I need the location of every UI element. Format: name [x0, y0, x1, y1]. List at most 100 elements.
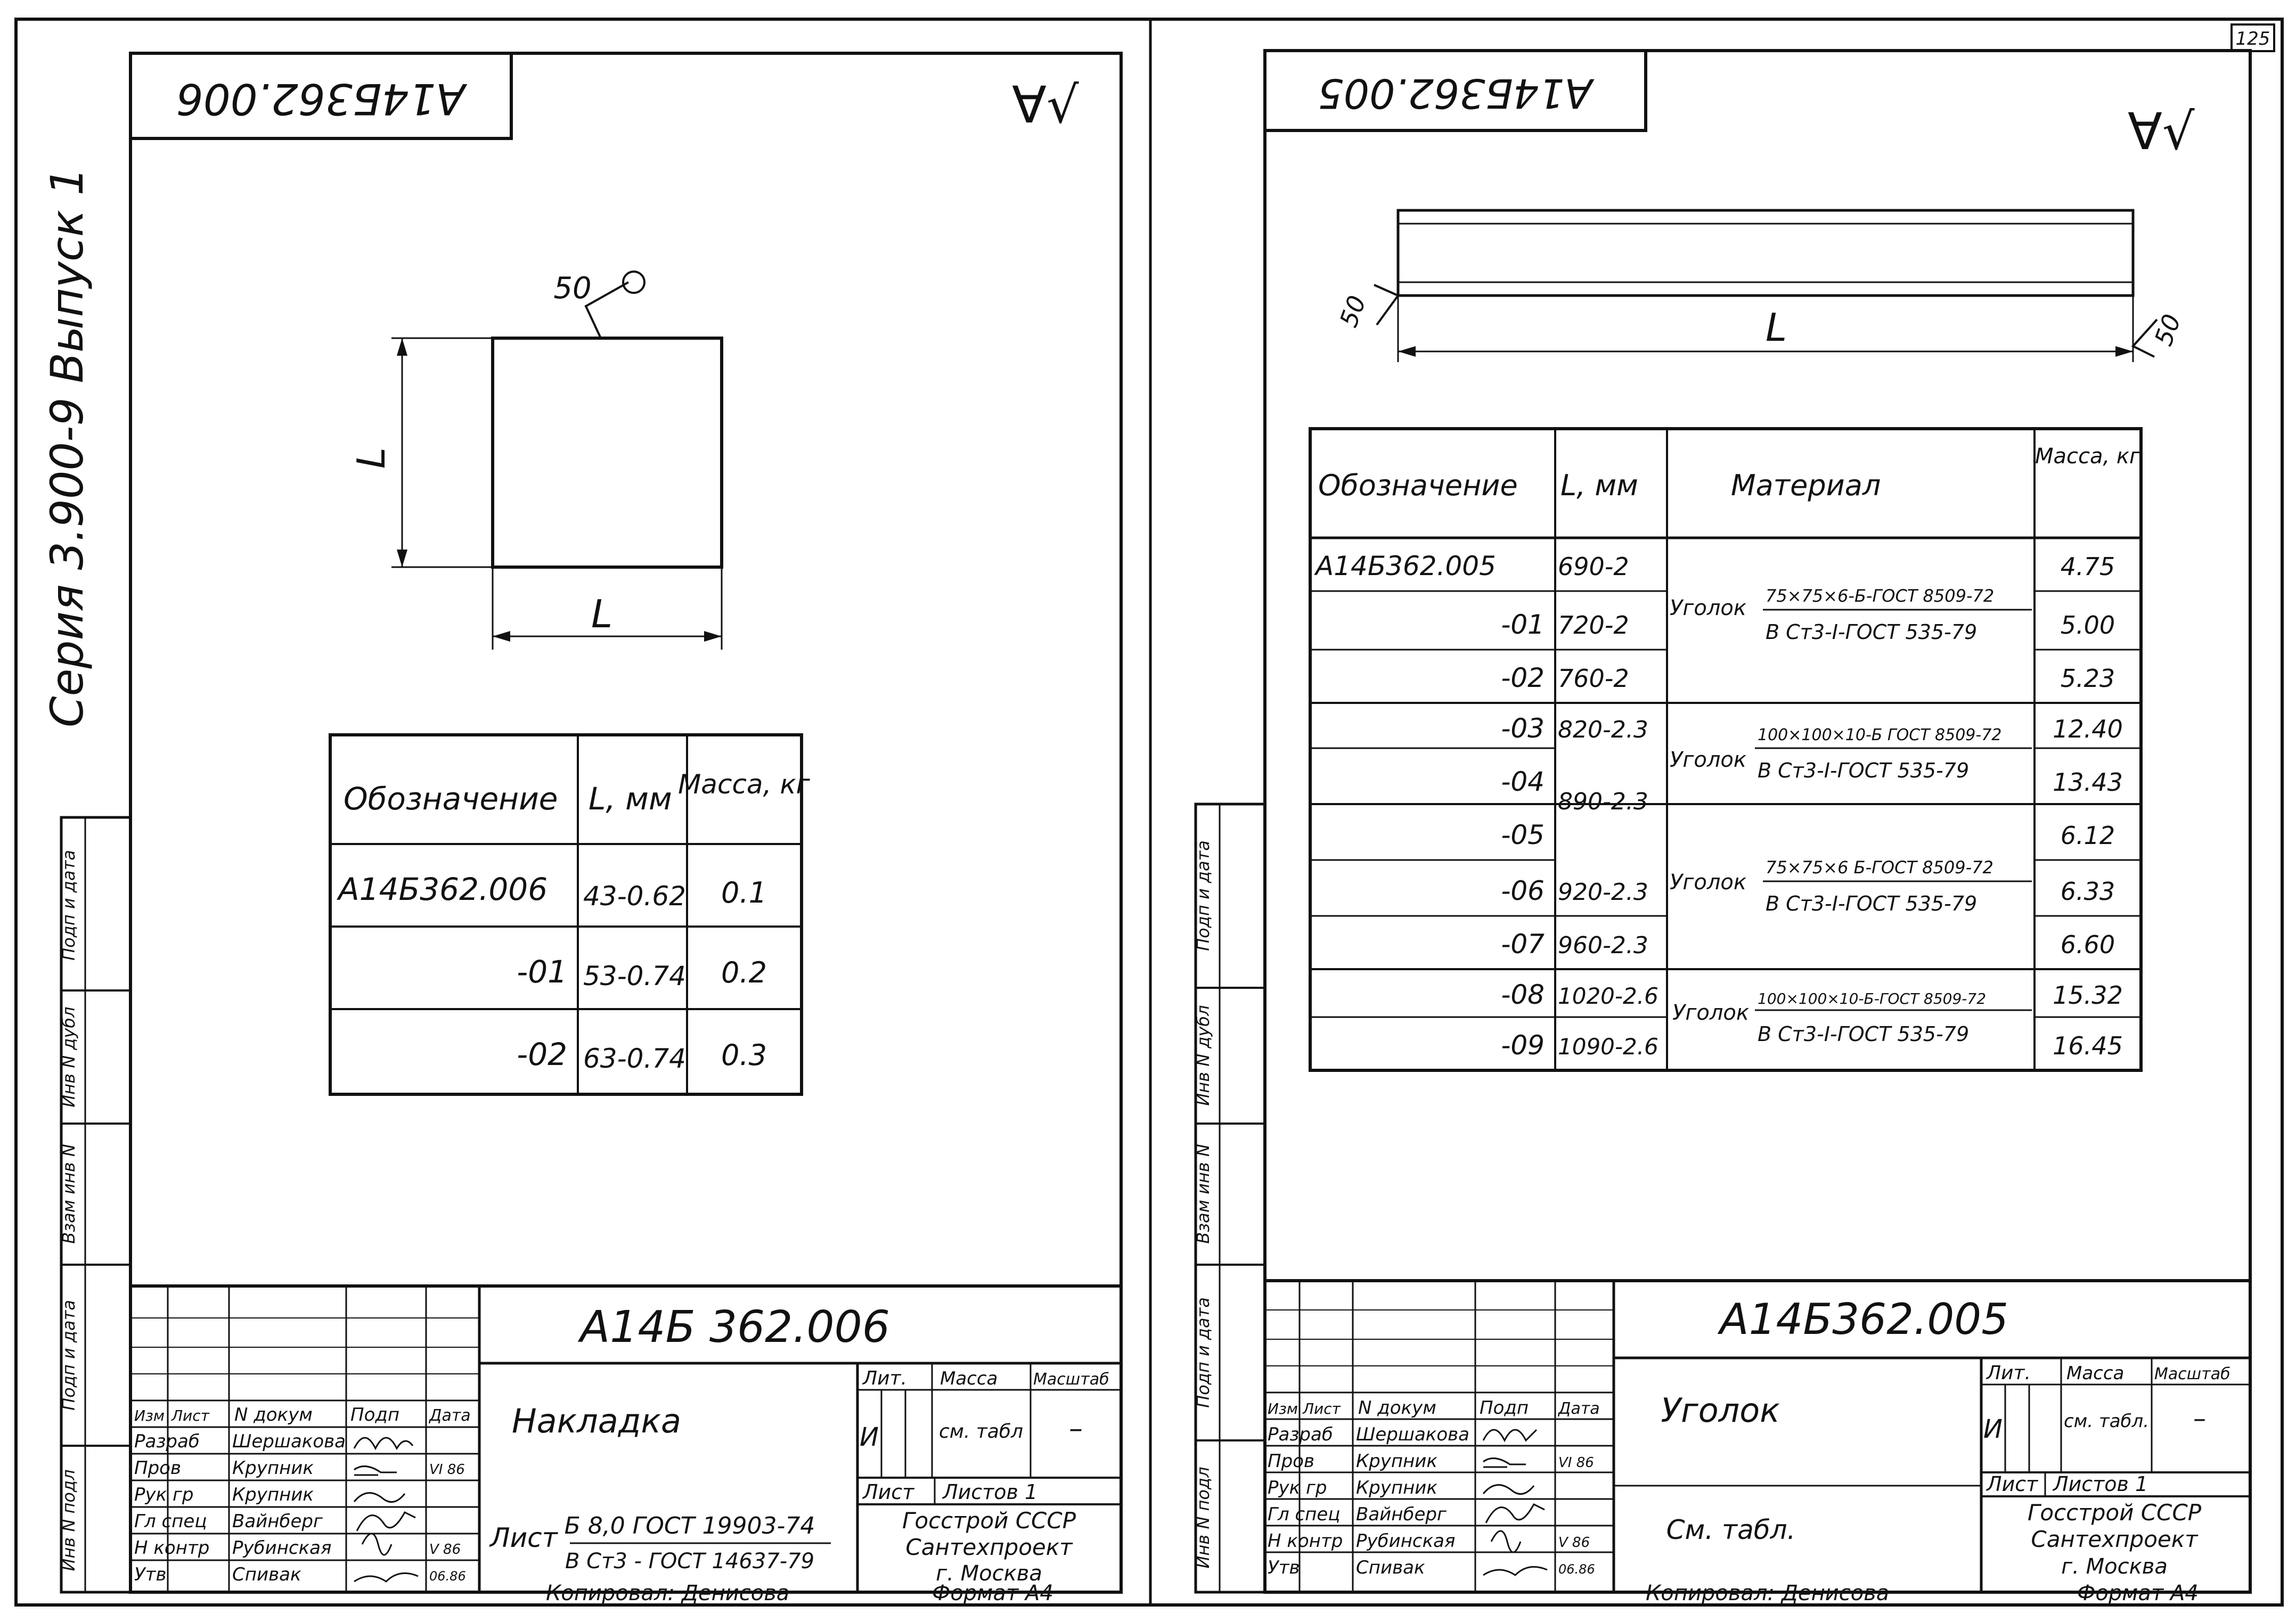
dim-arrow-right [704, 631, 722, 642]
material-top: 75×75×6 Б-ГОСТ 8509-72 [1766, 857, 1993, 878]
roughness-circle [622, 271, 646, 294]
scale-label: Масштаб [1033, 1370, 1109, 1389]
table-cell: 5.00 [2061, 611, 2115, 640]
tb-col-header: Подп [350, 1404, 399, 1426]
roughness-right-value: 50 [2149, 310, 2187, 349]
tb-person: Рубинская [232, 1537, 331, 1559]
table-cell: -04 [1501, 766, 1545, 797]
tb-date: VI 86 [429, 1462, 465, 1478]
table-cell: 690-2 [1558, 552, 1629, 581]
dim-arrow-down [397, 550, 407, 567]
table-cell: 890-2.3 [1558, 788, 1648, 815]
sheet-label: Лист [1985, 1472, 2039, 1496]
material-name: Уголок [1670, 596, 1746, 620]
tb-person: Крупник [1356, 1477, 1437, 1498]
tb-person: Шершакова [1356, 1424, 1469, 1445]
dim-height-label: L [349, 447, 394, 469]
side-label: Подп и дата [1193, 840, 1213, 951]
dim-arrow-left [493, 631, 510, 642]
table-cell: 6.12 [2061, 821, 2115, 850]
scale-value: – [1069, 1413, 1083, 1445]
table-cell: 960-2.3 [1558, 932, 1648, 959]
material-bottom: В Ст3-I-ГОСТ 535-79 [1758, 759, 1969, 782]
table-cell: 53-0.74 [583, 961, 686, 992]
org-line: Госстрой СССР [2028, 1500, 2202, 1526]
format-label: Формат А4 [2077, 1581, 2199, 1605]
part-name: Уголок [1661, 1391, 1780, 1430]
dim-arrow-right [2115, 346, 2133, 357]
angle-outline [1396, 209, 2135, 297]
tb-person: Крупник [232, 1484, 314, 1505]
signature-scribble [1490, 1530, 1522, 1553]
org-line: Сантехпроект [905, 1534, 1073, 1560]
plate-detail: L L 50 [349, 271, 723, 650]
tb-role: Рук гр [1268, 1477, 1327, 1498]
tb-role: Разраб [1268, 1424, 1333, 1445]
side-label: Подп и дата [1193, 1297, 1213, 1408]
table-cell: 0.2 [721, 956, 767, 989]
tb-role: Рук гр [134, 1484, 193, 1505]
material-top: 100×100×10-Б ГОСТ 8509-72 [1758, 726, 2001, 744]
table-cell: 6.60 [2061, 930, 2115, 959]
tb-role: Н контр [134, 1537, 209, 1559]
angle-detail: L 50 50 [1334, 209, 2187, 362]
material-bottom: В Ст3 - ГОСТ 14637-79 [565, 1549, 814, 1574]
right-side-strip: Инв N подл Подп и дата Взам инв N Инв N … [1193, 802, 1267, 1594]
series-label: Серия 3.900-9 Выпуск 1 [41, 167, 93, 727]
part-name: Накладка [512, 1402, 681, 1440]
table-header-designation: Обозначение [344, 781, 558, 817]
tb-role: Утв [134, 1564, 167, 1585]
material-top: 100×100×10-Б-ГОСТ 8509-72 [1758, 990, 1986, 1007]
roughness-left-value: 50 [1334, 292, 1372, 331]
copied-by: Копировал: Денисова [1646, 1581, 1889, 1605]
lit-label: Лит. [862, 1367, 907, 1389]
material-bottom: В Ст3-I-ГОСТ 535-79 [1766, 892, 1977, 915]
tb-col-header: Дата [1557, 1399, 1600, 1418]
table-cell: 5.23 [2061, 664, 2115, 693]
table-cell: -01 [1501, 609, 1545, 640]
left-title-block: Изм Лист N докум Подп Дата Разраб Шершак… [129, 1284, 1123, 1594]
table-cell: А14Б362.006 [336, 871, 548, 907]
tb-col-header: N докум [234, 1404, 313, 1426]
tb-date: 06.86 [1558, 1562, 1595, 1577]
dim-width-label: L [591, 592, 612, 636]
sheets-label: Листов 1 [942, 1480, 1037, 1504]
tb-person: Рубинская [1356, 1530, 1455, 1552]
table-cell: 12.40 [2053, 715, 2123, 743]
mass-label: Масса [2066, 1363, 2124, 1384]
mass-label: Масса [940, 1368, 998, 1389]
table-cell: -07 [1501, 929, 1545, 960]
dim-arrow-left [1398, 346, 1416, 357]
roughness-leader [584, 281, 629, 339]
table-cell: 760-2 [1558, 664, 1629, 693]
lit-value: И [1983, 1414, 2003, 1444]
left-stamp: А14Б362.006 [176, 74, 468, 124]
right-sheet: 125 А14Б362.005 ∀√ L 50 50 [1193, 23, 2275, 1605]
table-cell: -06 [1501, 875, 1545, 906]
right-stamp-box [1263, 49, 1647, 132]
org-line: Госстрой СССР [902, 1508, 1076, 1534]
tb-col-header: Лист [171, 1407, 210, 1424]
tb-role: Гл спец [1268, 1504, 1340, 1525]
signature-scribble [361, 1533, 393, 1556]
table-cell: 16.45 [2053, 1031, 2123, 1060]
signature-scribble [1482, 1429, 1538, 1443]
sheets-label: Листов 1 [2052, 1472, 2148, 1496]
left-sheet: А14Б362.006 ∀√ Серия 3.900-9 Выпуск 1 L … [41, 52, 1123, 1605]
dim-arrow-up [397, 338, 407, 356]
side-label: Инв N подл [59, 1469, 79, 1571]
tb-col-header: Дата [428, 1406, 471, 1425]
tb-person: Спивак [1356, 1557, 1425, 1578]
right-roughness-mark: ∀√ [2128, 103, 2195, 161]
tb-person: Крупник [232, 1457, 314, 1479]
side-label: Подп и дата [59, 850, 79, 961]
table-cell: 63-0.74 [583, 1043, 686, 1074]
doc-number: А14Б362.005 [1717, 1295, 2008, 1344]
tb-col-header: Изм [134, 1407, 165, 1424]
material-bottom: В Ст3-I-ГОСТ 535-79 [1766, 620, 1977, 644]
side-label: Инв N подл [1193, 1467, 1213, 1568]
material-name: Уголок [1670, 748, 1746, 772]
table-cell: 43-0.62 [583, 881, 686, 912]
org-line: г. Москва [936, 1561, 1042, 1586]
